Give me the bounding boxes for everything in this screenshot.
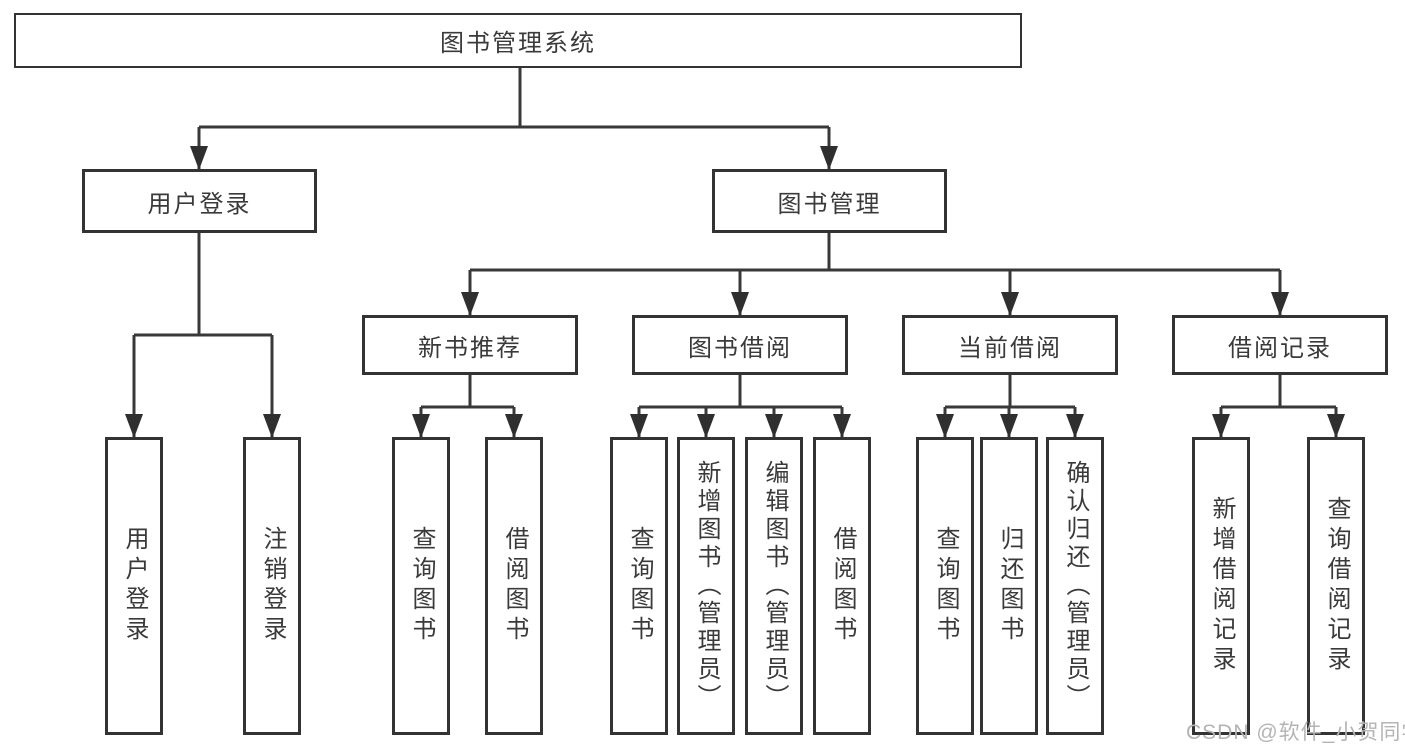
- leaf-query-books-3-label: 查询图书: [932, 526, 959, 646]
- node-new-book-recommend: 新书推荐: [362, 315, 578, 375]
- leaf-edit-books-admin: 编辑图书（管理员）: [745, 437, 803, 735]
- node-current-borrow-label: 当前借阅: [958, 334, 1062, 362]
- node-new-book-recommend-label: 新书推荐: [418, 334, 522, 362]
- leaf-add-borrow-record-label: 新增借阅记录: [1208, 496, 1235, 676]
- leaf-query-borrow-record-label: 查询借阅记录: [1323, 496, 1350, 676]
- leaf-add-books-admin-label: 新增图书（管理员）: [693, 460, 720, 712]
- leaf-borrow-books-1: 借阅图书: [485, 437, 543, 735]
- leaf-query-books-3: 查询图书: [916, 437, 974, 735]
- node-root: 图书管理系统: [14, 13, 1022, 68]
- node-user-login-label: 用户登录: [147, 190, 252, 218]
- node-root-label: 图书管理系统: [440, 30, 596, 57]
- leaf-user-login: 用户登录: [105, 437, 163, 735]
- leaf-query-books-1: 查询图书: [392, 437, 450, 735]
- leaf-user-login-label: 用户登录: [121, 526, 148, 646]
- leaf-return-books: 归还图书: [980, 437, 1038, 735]
- leaf-confirm-return-admin: 确认归还（管理员）: [1046, 437, 1104, 735]
- leaf-query-borrow-record: 查询借阅记录: [1307, 437, 1365, 735]
- leaf-query-books-2: 查询图书: [610, 437, 668, 735]
- node-current-borrow: 当前借阅: [902, 315, 1118, 375]
- leaf-borrow-books-2-label: 借阅图书: [829, 526, 856, 646]
- leaf-logout-label: 注销登录: [259, 526, 286, 646]
- leaf-query-books-2-label: 查询图书: [626, 526, 653, 646]
- node-book-borrow: 图书借阅: [632, 315, 848, 375]
- csdn-watermark: CSDN @软件_小贺同学: [1186, 721, 1405, 744]
- leaf-borrow-books-1-label: 借阅图书: [501, 526, 528, 646]
- node-borrow-records: 借阅记录: [1172, 315, 1388, 375]
- leaf-return-books-label: 归还图书: [996, 526, 1023, 646]
- leaf-edit-books-admin-label: 编辑图书（管理员）: [761, 460, 788, 712]
- leaf-add-borrow-record: 新增借阅记录: [1192, 437, 1250, 735]
- leaf-add-books-admin: 新增图书（管理员）: [677, 437, 735, 735]
- node-book-borrow-label: 图书借阅: [688, 334, 792, 362]
- leaf-borrow-books-2: 借阅图书: [813, 437, 871, 735]
- leaf-query-books-1-label: 查询图书: [408, 526, 435, 646]
- leaf-logout: 注销登录: [243, 437, 301, 735]
- leaf-confirm-return-admin-label: 确认归还（管理员）: [1062, 460, 1089, 712]
- node-book-management: 图书管理: [712, 169, 947, 233]
- node-book-management-label: 图书管理: [777, 190, 882, 218]
- node-user-login: 用户登录: [82, 169, 317, 233]
- node-borrow-records-label: 借阅记录: [1228, 334, 1332, 362]
